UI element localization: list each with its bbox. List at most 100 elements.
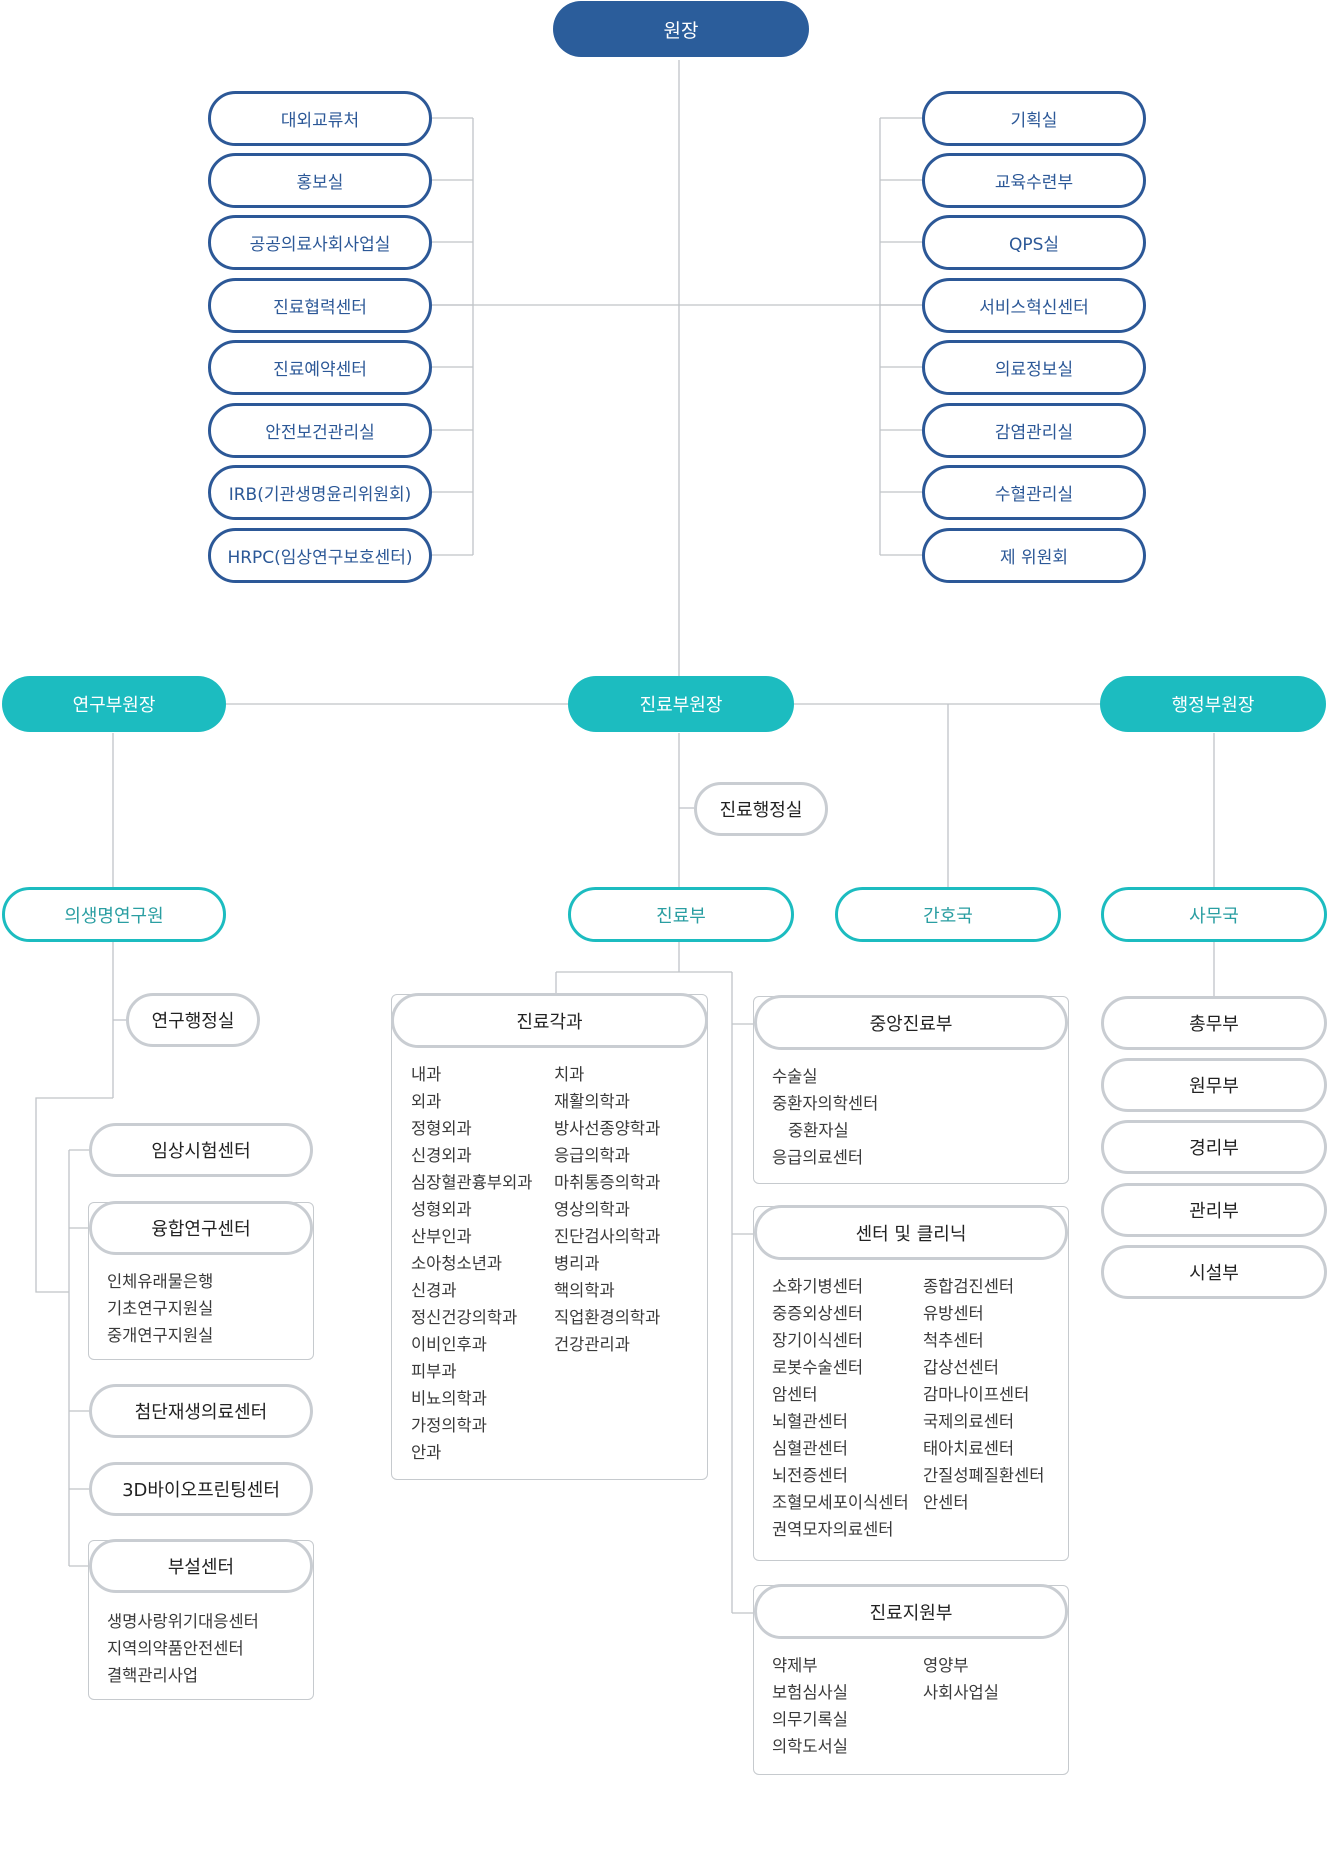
list-item: 응급의료센터 [772,1148,864,1167]
list-item: 의무기록실 [772,1710,848,1729]
list-item: 심장혈관흉부외과 [411,1173,533,1192]
staff-left-7[interactable]: IRB(기관생명윤리위원회) [208,465,432,520]
list-item: 병리과 [554,1254,600,1273]
list-item: 암센터 [772,1385,818,1404]
list-item: 치과 [554,1065,585,1084]
list-item: 로봇수술센터 [772,1358,864,1377]
list-item: 이비인후과 [411,1335,487,1354]
admin-dept-4[interactable]: 관리부 [1101,1183,1327,1237]
list-item: 방사선종양학과 [554,1119,661,1138]
staff-left-6[interactable]: 안전보건관리실 [208,403,432,458]
list-item: 결핵관리사업 [107,1666,199,1685]
list-item: 보험심사실 [772,1683,848,1702]
list-item: 성형외과 [411,1200,472,1219]
list-item: 소아청소년과 [411,1254,503,1273]
staff-left-8[interactable]: HRPC(임상연구보호센터) [208,528,432,583]
medical-dept-node[interactable]: 진료부 [568,887,794,942]
list-item: 지역의약품안전센터 [107,1639,244,1658]
list-item: 정신건강의학과 [411,1308,518,1327]
list-item: 외과 [411,1092,442,1111]
vice-medical-node[interactable]: 진료부원장 [568,676,794,732]
departments-node[interactable]: 진료각과 [391,993,708,1048]
list-item: 피부과 [411,1362,457,1381]
list-item: 태아치료센터 [923,1439,1015,1458]
staff-right-3[interactable]: QPS실 [922,215,1146,270]
staff-left-4[interactable]: 진료협력센터 [208,278,432,333]
bioprinting-center-node[interactable]: 3D바이오프린팅센터 [89,1462,313,1516]
convergence-center-node[interactable]: 융합연구센터 [89,1201,313,1255]
vice-admin-node[interactable]: 행정부원장 [1100,676,1326,732]
admin-dept-5[interactable]: 시설부 [1101,1245,1327,1299]
list-item: 가정의학과 [411,1416,487,1435]
nursing-node[interactable]: 간호국 [835,887,1061,942]
regenerative-center-node[interactable]: 첨단재생의료센터 [89,1384,313,1438]
list-item: 중증외상센터 [772,1304,864,1323]
departments-col1: 내과 외과 정형외과 신경외과 심장혈관흉부외과 성형외과 산부인과 소아청소년… [411,1061,532,1466]
affiliated-center-node[interactable]: 부설센터 [89,1539,313,1593]
staff-right-8[interactable]: 제 위원회 [922,528,1146,583]
list-item: 의학도서실 [772,1737,848,1756]
list-item: 갑상선센터 [923,1358,999,1377]
list-item: 수술실 [772,1067,818,1086]
list-item: 중환자의학센터 [772,1094,879,1113]
research-admin-office-node[interactable]: 연구행정실 [126,993,260,1047]
list-item: 안센터 [923,1493,969,1512]
staff-left-5[interactable]: 진료예약센터 [208,340,432,395]
admin-dept-1[interactable]: 총무부 [1101,996,1327,1050]
list-item: 감마나이프센터 [923,1385,1030,1404]
list-item: 사회사업실 [923,1683,999,1702]
list-item: 영양부 [923,1656,969,1675]
list-item: 국제의료센터 [923,1412,1015,1431]
staff-right-1[interactable]: 기획실 [922,91,1146,146]
departments-panel [391,994,708,1480]
list-item: 핵의학과 [554,1281,615,1300]
list-item: 재활의학과 [554,1092,630,1111]
list-item: 내과 [411,1065,442,1084]
list-item: 간질성폐질환센터 [923,1466,1045,1485]
list-item: 뇌혈관센터 [772,1412,848,1431]
list-item: 안과 [411,1443,442,1462]
admin-dept-3[interactable]: 경리부 [1101,1120,1327,1174]
list-item: 산부인과 [411,1227,472,1246]
staff-right-6[interactable]: 감염관리실 [922,403,1146,458]
clinical-trial-center-node[interactable]: 임상시험센터 [89,1123,313,1177]
staff-right-4[interactable]: 서비스혁신센터 [922,278,1146,333]
list-item: 신경과 [411,1281,457,1300]
list-item: 비뇨의학과 [411,1389,487,1408]
list-item: 약제부 [772,1656,818,1675]
staff-left-1[interactable]: 대외교류처 [208,91,432,146]
list-item: 권역모자의료센터 [772,1520,894,1539]
secretariat-node[interactable]: 사무국 [1101,887,1327,942]
list-item: 인체유래물은행 [107,1272,214,1291]
centers-col1: 소화기병센터 중증외상센터 장기이식센터 로봇수술센터 암센터 뇌혈관센터 심혈… [772,1273,909,1543]
staff-left-2[interactable]: 홍보실 [208,153,432,208]
list-item: 척추센터 [923,1331,984,1350]
centers-clinics-node[interactable]: 센터 및 클리닉 [754,1205,1068,1260]
list-item: 정형외과 [411,1119,472,1138]
admin-dept-2[interactable]: 원무부 [1101,1058,1327,1112]
medical-admin-office-node[interactable]: 진료행정실 [694,782,828,836]
list-item: 진단검사의학과 [554,1227,661,1246]
list-item: 중환자실 [788,1121,849,1140]
director-node[interactable]: 원장 [553,1,809,57]
central-medical-node[interactable]: 중앙진료부 [754,995,1068,1050]
centers-col2: 종합검진센터 유방센터 척추센터 갑상선센터 감마나이프센터 국제의료센터 태아… [923,1273,1044,1516]
list-item: 신경외과 [411,1146,472,1165]
convergence-list: 인체유래물은행 기초연구지원실 중개연구지원실 [107,1268,213,1349]
list-item: 장기이식센터 [772,1331,864,1350]
centers-panel [753,1206,1069,1561]
institute-node[interactable]: 의생명연구원 [2,887,226,942]
list-item: 종합검진센터 [923,1277,1015,1296]
staff-right-7[interactable]: 수혈관리실 [922,465,1146,520]
list-item: 생명사랑위기대응센터 [107,1612,259,1631]
staff-right-2[interactable]: 교육수련부 [922,153,1146,208]
vice-research-node[interactable]: 연구부원장 [2,676,226,732]
support-dept-node[interactable]: 진료지원부 [754,1584,1068,1639]
list-item: 중개연구지원실 [107,1326,214,1345]
staff-right-5[interactable]: 의료정보실 [922,340,1146,395]
list-item: 유방센터 [923,1304,984,1323]
list-item: 소화기병센터 [772,1277,864,1296]
affiliated-list: 생명사랑위기대응센터 지역의약품안전센터 결핵관리사업 [107,1608,259,1689]
staff-left-3[interactable]: 공공의료사회사업실 [208,215,432,270]
